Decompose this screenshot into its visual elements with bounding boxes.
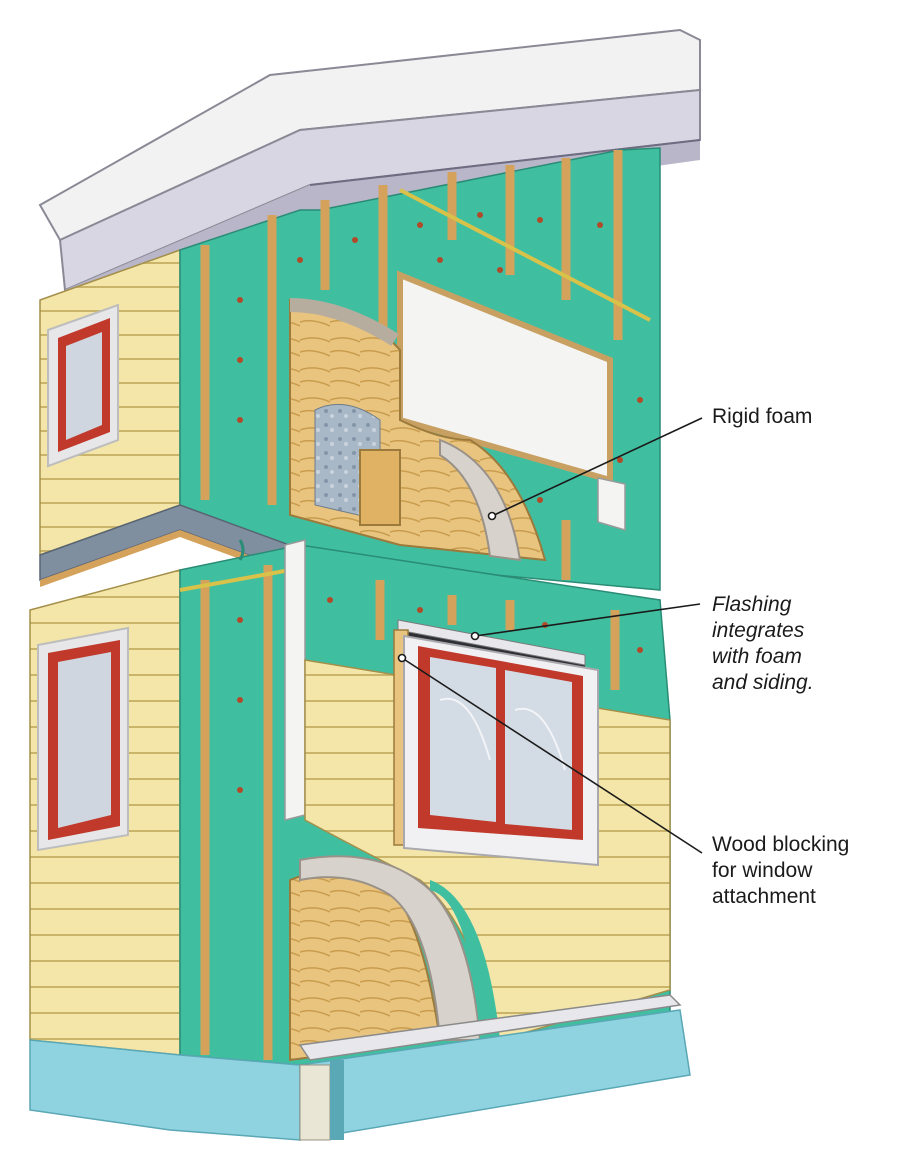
callout-wood-blocking: Wood blocking for window attachment bbox=[712, 833, 850, 908]
lower-window bbox=[393, 619, 599, 867]
lower-wall-cutaway bbox=[289, 855, 500, 1062]
upper-left-siding bbox=[39, 248, 181, 557]
foundation bbox=[29, 1009, 691, 1141]
upper-wall-cutaway bbox=[289, 298, 547, 562]
lower-left-siding bbox=[29, 569, 181, 1056]
callout-rigid-foam: Rigid foam bbox=[712, 405, 813, 428]
callout-leaders bbox=[397, 417, 703, 854]
base-flashing bbox=[298, 994, 682, 1061]
callout-flashing: Flashing integrates with foam and siding… bbox=[712, 593, 814, 694]
